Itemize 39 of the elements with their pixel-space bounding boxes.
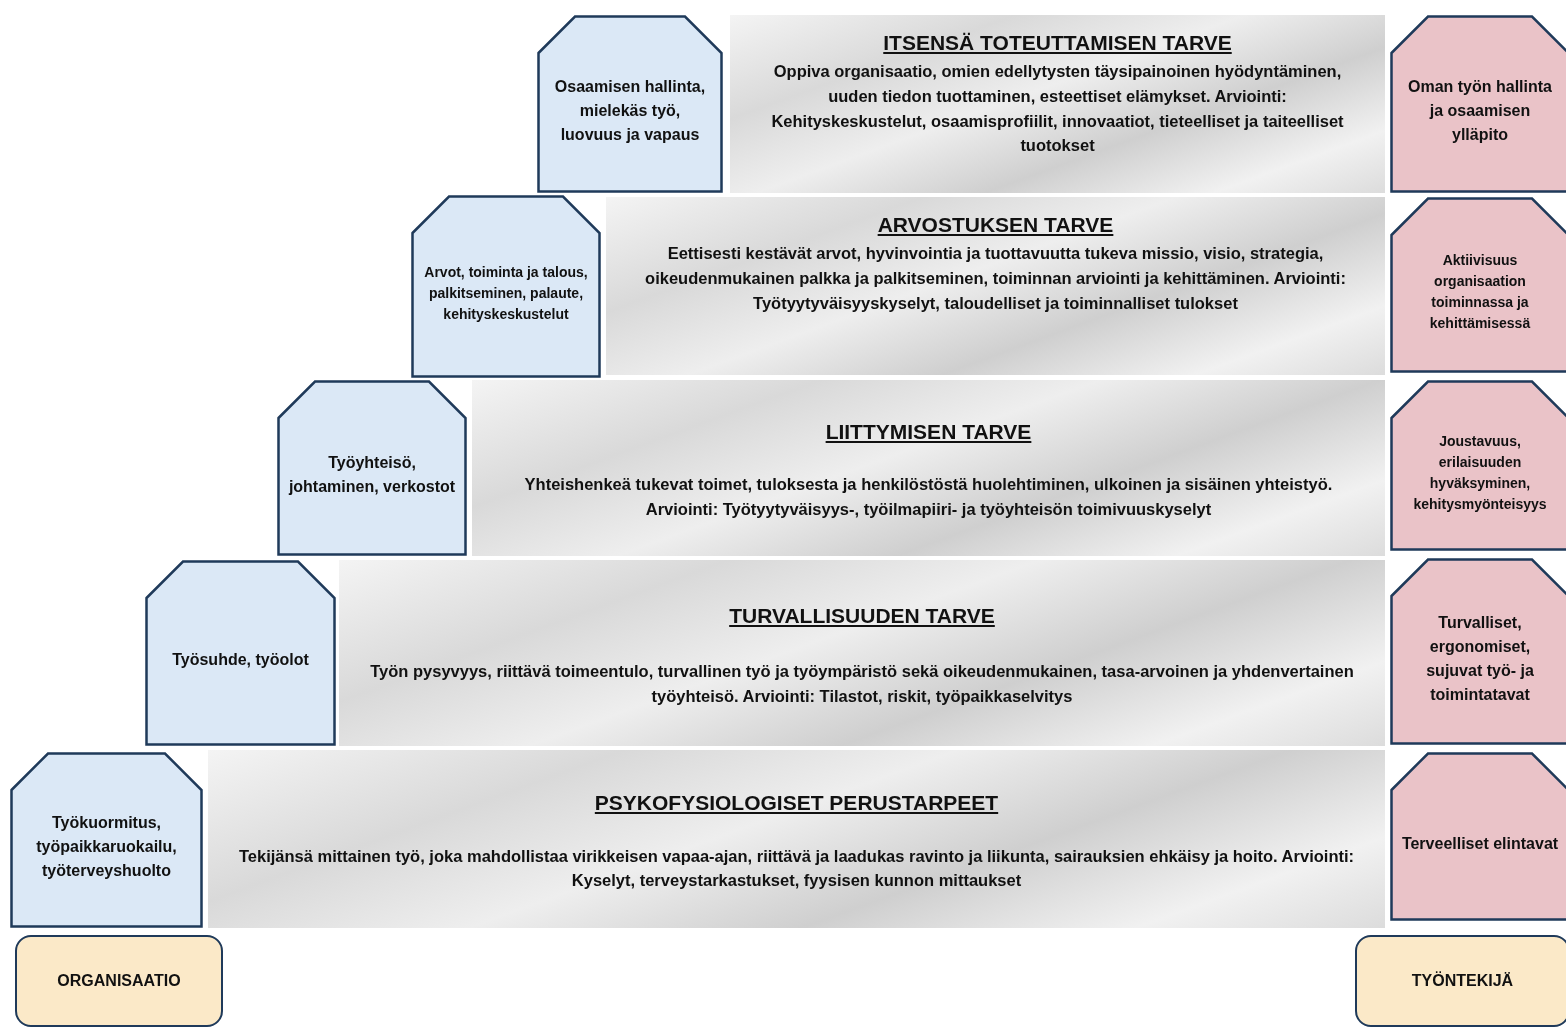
box-text: Joustavuus, erilaisuuden hyväksyminen, kehitysmyönteisyys	[1412, 431, 1548, 514]
box-text: Työsuhde, työolot	[171, 650, 310, 670]
box-text: Terveelliset elintavat	[1400, 833, 1560, 854]
heading: ITSENSÄ TOTEUTTAMISEN TARVE	[883, 31, 1232, 55]
box-text: Oman työn hallinta ja osaamisen ylläpito	[1407, 77, 1553, 145]
heading: TURVALLISUUDEN TARVE	[729, 603, 995, 628]
employee-factor-box	[1390, 558, 1566, 745]
description: Työn pysyvyys, riittävä toimeentulo, turvallinen työ ja työympäristö sekä oikeudenmukainen, tasa-arvoinen ja yhdenvertainen työyhteisö. Arviointi: Tilastot, riskit, työpaikkaselvitys	[369, 661, 1355, 707]
need-level-band	[472, 380, 1385, 556]
description: Eettisesti kestävät arvot, hyvinvointia ja tuottavuutta tukeva missio, visio, strategia, oikeudenmukainen palkka ja palkitseminen, toiminnan arviointi ja kehittäminen. Arviointi: Työtyytyväisyyskyselyt, taloudelliset ja toiminnalliset tulokset	[644, 243, 1347, 314]
need-level-band	[730, 15, 1385, 193]
heading: LIITTYMISEN TARVE	[825, 420, 1032, 445]
organisation-factor-box	[10, 752, 203, 928]
employee-factor-box	[1390, 380, 1566, 551]
need-level-band	[606, 197, 1385, 375]
box-text: Aktiivisuus organisaation toiminnassa ja kehittämisessä	[1428, 251, 1532, 333]
description: Oppiva organisaatio, omien edellytysten täysipainoinen hyödyntäminen, uuden tiedon tuottaminen, esteettiset elämykset. Arviointi: Kehityskeskustelut, osaamisprofiilit, innovaatiot, tieteelliset ja taiteelliset tuotokset	[770, 61, 1345, 157]
description: Yhteishenkeä tukevat toimet, tuloksesta ja henkilöstöstä huolehtiminen, ulkoinen ja sisäinen yhteistyö. Arviointi: Työtyytyväisyys-, työilmapiiri- ja työyhteisön toimivuuskyselyt	[523, 474, 1334, 521]
need-level-band	[208, 750, 1385, 928]
box-text: Työyhteisö, johtaminen, verkostot	[287, 453, 457, 497]
organisation-factor-box	[411, 195, 601, 378]
side-label-box	[1355, 935, 1566, 1027]
side-label-box	[15, 935, 223, 1027]
box-text: TYÖNTEKIJÄ	[1410, 970, 1515, 991]
description: Tekijänsä mittainen työ, joka mahdollistaa virikkeisen vapaa-ajan, riittävä ja laadukas ravinto ja liikunta, sairauksien ehkäisy ja hoito. Arviointi: Kyselyt, terveystarkastukset, fyysisen kunnon mittaukset	[237, 845, 1356, 892]
organisation-factor-box	[145, 560, 336, 746]
box-text: ORGANISAATIO	[56, 971, 182, 991]
box-text: Arvot, toiminta ja talous, palkitseminen, palaute, kehityskeskustelut	[423, 263, 589, 324]
heading: ARVOSTUKSEN TARVE	[877, 213, 1114, 237]
organisation-factor-box	[537, 15, 723, 193]
box-text: Turvalliset, ergonomiset, sujuvat työ- ja toimintatavat	[1425, 612, 1535, 705]
box-text: Osaamisen hallinta, mielekäs työ, luovuus ja vapaus	[553, 77, 707, 145]
organisation-factor-box	[277, 380, 467, 556]
box-text: Työkuormitus, työpaikkaruokailu, työterveyshuolto	[35, 813, 178, 881]
need-level-band	[339, 560, 1385, 746]
employee-factor-box	[1390, 752, 1566, 921]
employee-factor-box	[1390, 197, 1566, 373]
employee-factor-box	[1390, 15, 1566, 193]
heading: PSYKOFYSIOLOGISET PERUSTARPEET	[594, 790, 999, 815]
